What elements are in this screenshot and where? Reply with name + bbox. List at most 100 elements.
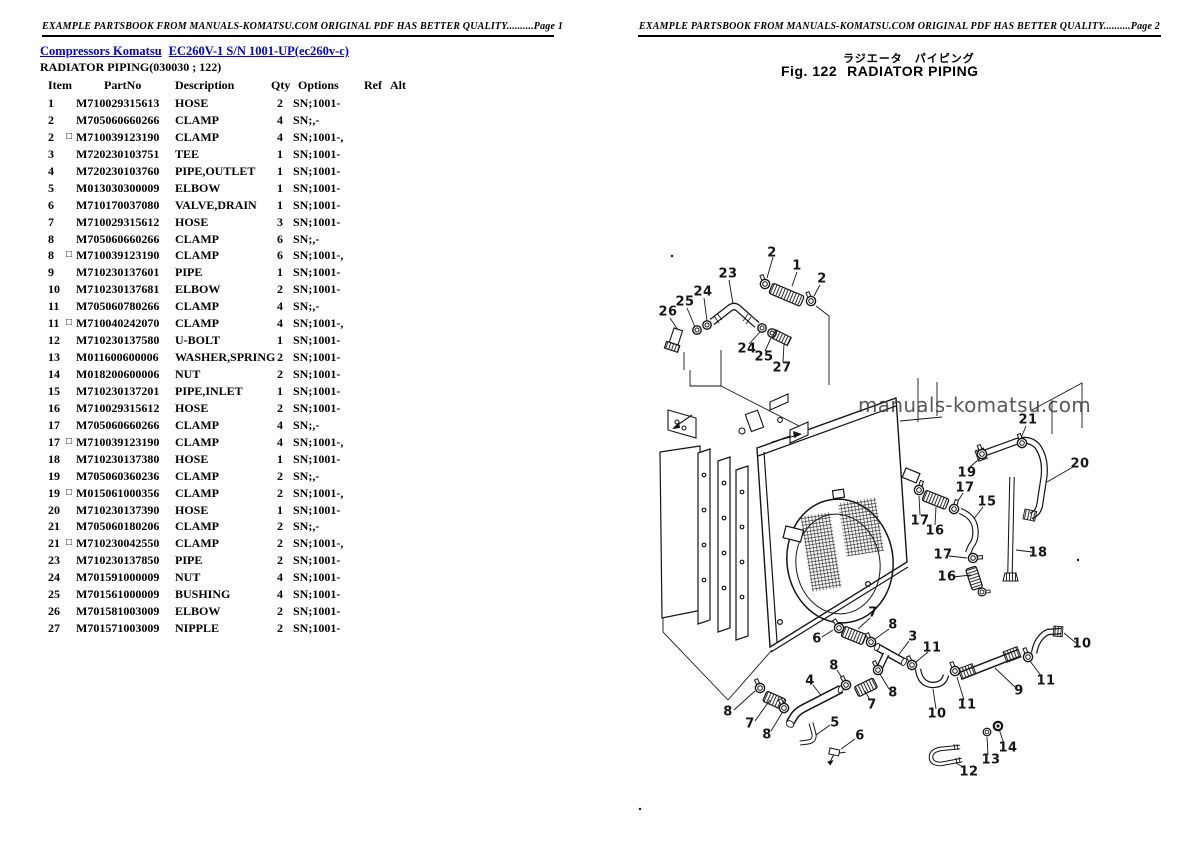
callout-2: 2: [817, 271, 827, 287]
cell-options: SN;1001-,: [293, 248, 344, 263]
cell-partno: M705060660266: [76, 112, 160, 127]
callout-15: 15: [977, 494, 997, 510]
cell-box-prefix: □: [66, 486, 73, 498]
cell-qty: 2: [277, 604, 283, 619]
callout-11: 11: [922, 640, 942, 656]
fig-title-japanese: ラジエータ パイピング: [843, 52, 975, 65]
cell-partno: M710230137580: [76, 333, 160, 348]
cell-item: 19: [48, 468, 60, 483]
cell-item: 10: [48, 282, 60, 297]
print-dot: [1076, 558, 1080, 562]
cell-description: HOSE: [175, 96, 209, 110]
cell-description: CLAMP: [175, 248, 219, 263]
cell-item: 20: [48, 502, 60, 517]
callout-6: 6: [855, 728, 865, 744]
callout-7: 7: [745, 716, 755, 732]
radiator-piping-diagram: [638, 254, 1083, 811]
cell-box-prefix: □: [66, 130, 73, 142]
cell-partno: M705060360236: [76, 468, 160, 483]
top-hose-assembly: [756, 272, 818, 308]
cell-item: 11: [48, 299, 60, 314]
callout-7: 7: [867, 697, 877, 713]
cell-partno: M710230137390: [76, 502, 160, 517]
cell-description: HOSE: [175, 451, 209, 466]
ubolt-assembly: [928, 720, 1004, 767]
cell-partno: M701591000009: [76, 570, 160, 585]
cell-item: 17: [48, 417, 60, 432]
cell-options: SN;1001-: [293, 383, 341, 398]
watermark: manuals-komatsu.com: [858, 393, 1092, 417]
callout-26: 26: [658, 304, 678, 320]
cell-description: TEE: [175, 146, 200, 161]
callout-11: 11: [1036, 673, 1056, 689]
cell-item: 4: [48, 163, 54, 178]
cell-qty: 1: [277, 451, 283, 466]
callout-16: 16: [937, 569, 957, 585]
cell-options: SN;1001-: [293, 350, 341, 365]
cell-description: U-BOLT: [175, 333, 220, 348]
cell-qty: 2: [277, 621, 283, 636]
page2-header-rule: [638, 35, 1161, 37]
cell-partno: M710039123190: [76, 129, 160, 144]
col-partno: PartNo: [104, 78, 142, 92]
cell-partno: M720230103751: [76, 146, 160, 161]
cell-item: 13: [48, 350, 60, 365]
bottom-piping-assembly: [751, 616, 1064, 766]
cell-partno: M705060660266: [76, 231, 160, 246]
breadcrumb-link-model[interactable]: EC260V-1 S/N 1001-UP(ec260v-c): [168, 44, 349, 58]
cell-options: SN;1001-: [293, 180, 341, 195]
cell-item: 8: [48, 231, 54, 246]
cell-partno: M710029315612: [76, 214, 160, 229]
cell-options: SN;,-: [293, 231, 320, 246]
col-qty: Qty: [271, 78, 291, 92]
callout-10: 10: [1072, 636, 1092, 652]
cell-partno: M710039123190: [76, 248, 160, 263]
cell-item: 15: [48, 383, 60, 398]
cell-item: 21: [48, 536, 60, 551]
cell-qty: 6: [277, 248, 283, 263]
cell-partno: M710170037080: [76, 197, 160, 212]
cell-partno: M701581003009: [76, 604, 160, 619]
cell-partno: M011600600006: [76, 350, 159, 365]
cell-description: CLAMP: [175, 468, 219, 483]
cell-description: PIPE: [175, 553, 203, 568]
cell-options: SN;1001-,: [293, 129, 344, 144]
cell-item: 17: [48, 434, 60, 449]
cell-partno: M701571003009: [76, 621, 160, 636]
cell-partno: M710040242070: [76, 316, 160, 331]
cell-partno: M710230137850: [76, 553, 160, 568]
cell-qty: 4: [277, 129, 283, 144]
cell-qty: 4: [277, 316, 283, 331]
callout-9: 9: [1014, 683, 1024, 699]
col-description: Description: [175, 78, 235, 92]
col-item: Item: [48, 78, 72, 92]
cell-item: 5: [48, 180, 54, 195]
cell-options: SN;1001-,: [293, 536, 344, 551]
cell-options: SN;1001-: [293, 333, 341, 348]
cell-description: CLAMP: [175, 231, 219, 246]
cell-partno: M018200600006: [76, 367, 160, 381]
cell-item: 8: [48, 248, 54, 263]
cell-item: 6: [48, 197, 54, 212]
cell-qty: 1: [277, 502, 283, 517]
callout-8: 8: [762, 727, 772, 743]
col-ref: Ref: [364, 78, 382, 92]
breadcrumb-link-category[interactable]: Compressors Komatsu: [40, 44, 162, 58]
mount-plate: [667, 409, 697, 439]
cell-description: CLAMP: [175, 519, 219, 534]
callout-20: 20: [1070, 456, 1090, 472]
